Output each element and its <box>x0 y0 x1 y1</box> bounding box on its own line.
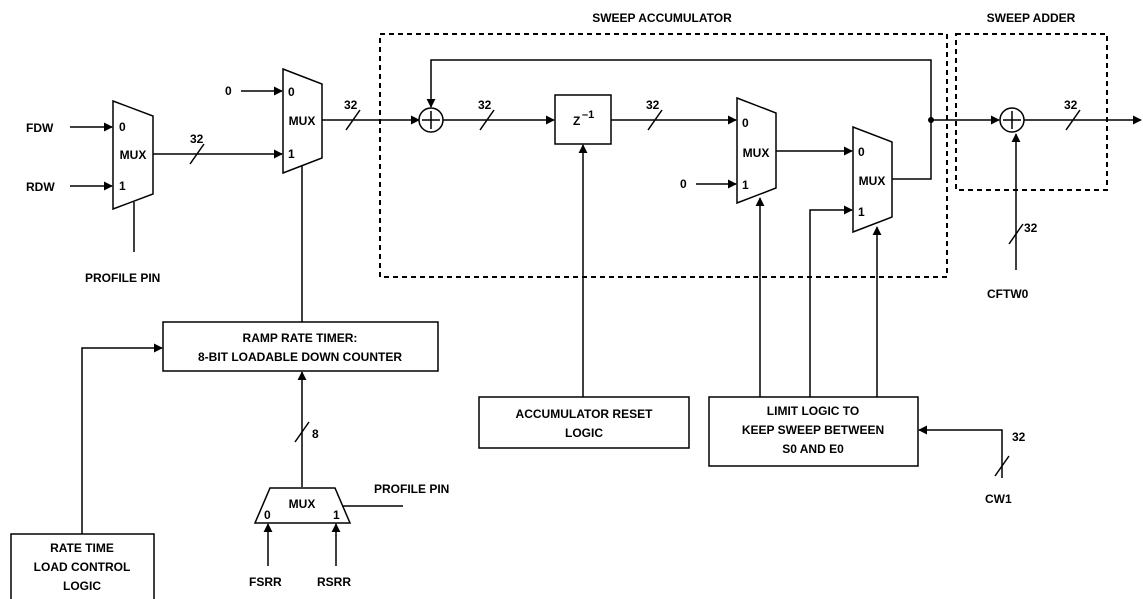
svg-text:0: 0 <box>742 116 749 130</box>
rate-load-line3: LOGIC <box>63 579 101 593</box>
bus-width-label: 32 <box>646 98 660 112</box>
sweep-adder <box>999 107 1025 133</box>
sweep-accumulator-region <box>379 33 948 278</box>
bus-width-label: 32 <box>478 98 492 112</box>
bus-slash <box>1008 223 1024 245</box>
profile-pin-label-1: PROFILE PIN <box>85 271 160 285</box>
feedback-wire <box>426 59 932 180</box>
sweep-accumulator-title: SWEEP ACCUMULATOR <box>592 11 732 25</box>
rate-load-to-timer-wire <box>81 343 163 534</box>
sweep-adder-region <box>955 33 1108 191</box>
mux-limit-select: MUX 0 1 <box>852 125 893 234</box>
svg-text:1: 1 <box>333 508 340 522</box>
mux-step-select: MUX 0 1 <box>282 67 323 175</box>
zero-input-label-top: 0 <box>225 84 232 98</box>
limit-to-muxd-in1-wire <box>809 205 853 398</box>
limit-line1: LIMIT LOGIC TO <box>767 404 859 418</box>
bus-slash <box>1065 109 1081 131</box>
bus-width-label: 32 <box>1012 430 1026 444</box>
accumulator-reset-logic-block <box>478 396 690 449</box>
bus-width-label: 32 <box>344 98 358 112</box>
bus-slash <box>294 421 310 443</box>
acc-reset-line1: ACCUMULATOR RESET <box>516 407 654 421</box>
rate-load-line2: LOAD CONTROL <box>34 560 131 574</box>
zero-input-label-mid: 0 <box>680 177 687 191</box>
cftw0-label: CFTW0 <box>987 287 1029 301</box>
bus-width-label-8: 8 <box>312 427 319 441</box>
rsrr-label: RSRR <box>317 575 351 589</box>
svg-text:1: 1 <box>119 179 126 193</box>
bus-slash <box>189 143 205 165</box>
sweep-adder-title: SWEEP ADDER <box>987 11 1076 25</box>
acc-reset-line2: LOGIC <box>565 426 603 440</box>
svg-text:MUX: MUX <box>743 146 770 160</box>
bus-slash <box>647 109 663 131</box>
mux-fdw-rdw: MUX 0 1 <box>112 99 154 211</box>
fsrr-label: FSRR <box>249 575 282 589</box>
delay-label: Z <box>573 114 580 128</box>
svg-text:MUX: MUX <box>289 497 316 511</box>
ramp-timer-line1: RAMP RATE TIMER: <box>243 331 358 345</box>
svg-text:MUX: MUX <box>859 174 886 188</box>
accumulator-adder <box>418 107 444 133</box>
limit-logic-block <box>708 396 919 467</box>
profile-pin-label-2: PROFILE PIN <box>374 482 449 496</box>
bus-slash <box>345 109 361 131</box>
delay-exponent: –1 <box>582 109 594 121</box>
bus-width-label: 32 <box>1024 221 1038 235</box>
svg-text:0: 0 <box>858 145 865 159</box>
ramp-timer-line2: 8-BIT LOADABLE DOWN COUNTER <box>198 350 402 364</box>
svg-text:1: 1 <box>742 178 749 192</box>
fdw-input-label: FDW <box>26 121 54 135</box>
svg-text:1: 1 <box>288 147 295 161</box>
cw1-label: CW1 <box>985 492 1012 506</box>
svg-text:MUX: MUX <box>120 148 147 162</box>
svg-text:0: 0 <box>264 508 271 522</box>
rate-load-line1: RATE TIME <box>50 541 114 555</box>
bus-width-label: 32 <box>1064 98 1078 112</box>
rdw-input-label: RDW <box>26 180 55 194</box>
ramp-rate-timer-block <box>162 321 439 372</box>
limit-line3: S0 AND E0 <box>782 442 844 456</box>
cw1-wire <box>918 425 1003 478</box>
svg-text:0: 0 <box>119 120 126 134</box>
svg-text:0: 0 <box>288 85 295 99</box>
mux-reset-select: MUX 0 1 <box>736 96 777 205</box>
bus-width-label: 32 <box>190 132 204 146</box>
bus-slash <box>994 455 1010 477</box>
limit-line2: KEEP SWEEP BETWEEN <box>742 423 884 437</box>
rate-time-load-control-block <box>10 533 155 599</box>
svg-text:MUX: MUX <box>289 114 316 128</box>
svg-text:1: 1 <box>858 205 865 219</box>
mux-ramp-rate-select: MUX 0 1 <box>253 487 352 524</box>
bus-slash <box>479 109 495 131</box>
